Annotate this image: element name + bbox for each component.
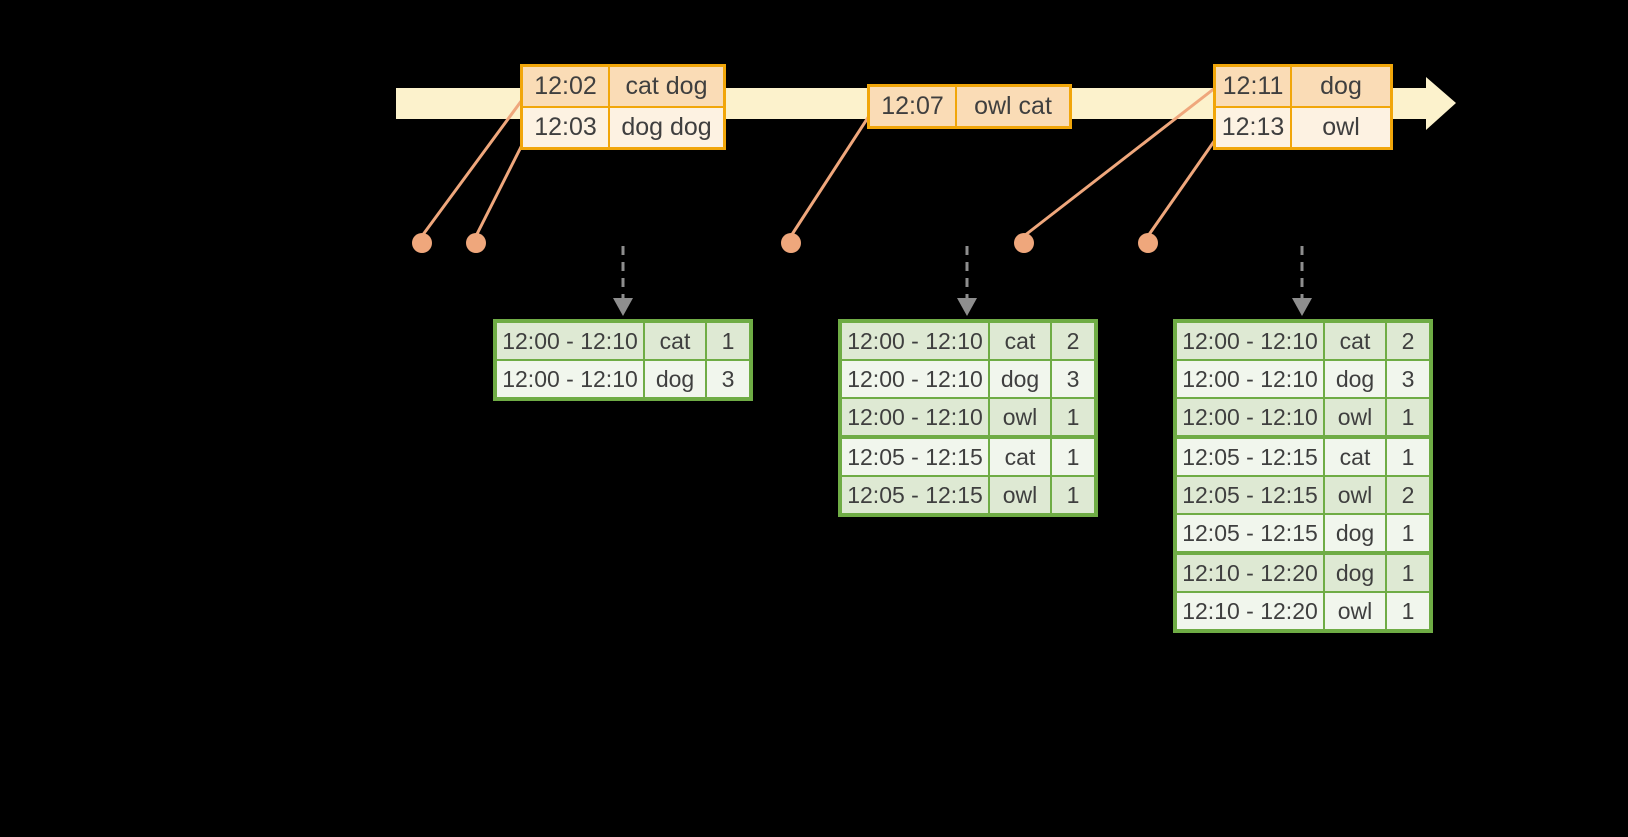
word-cell: owl bbox=[990, 399, 1050, 435]
event-words-cell: cat dog bbox=[610, 67, 723, 106]
trigger-arrowhead-icon bbox=[613, 298, 633, 316]
event-connector-line bbox=[474, 140, 526, 237]
window-cell: 12:00 - 12:10 bbox=[1177, 323, 1323, 359]
window-cell: 12:05 - 12:15 bbox=[1177, 477, 1323, 513]
count-cell: 1 bbox=[707, 323, 749, 359]
event-time-cell: 12:03 bbox=[523, 108, 608, 147]
count-cell: 1 bbox=[1052, 477, 1094, 513]
word-cell: dog bbox=[990, 361, 1050, 397]
word-cell: cat bbox=[990, 439, 1050, 475]
word-cell: cat bbox=[645, 323, 705, 359]
event-words-cell: owl cat bbox=[957, 87, 1069, 126]
word-cell: dog bbox=[1325, 555, 1385, 591]
event-time-cell: 12:13 bbox=[1216, 108, 1290, 147]
word-cell: owl bbox=[1325, 399, 1385, 435]
window-cell: 12:05 - 12:15 bbox=[1177, 515, 1323, 551]
event-words-cell: dog bbox=[1292, 67, 1390, 106]
event-dot bbox=[466, 233, 486, 253]
count-cell: 2 bbox=[1387, 477, 1429, 513]
event-connector-line bbox=[1146, 139, 1217, 237]
window-cell: 12:00 - 12:10 bbox=[497, 361, 643, 397]
word-cell: dog bbox=[645, 361, 705, 397]
count-cell: 3 bbox=[1052, 361, 1094, 397]
count-cell: 2 bbox=[1387, 323, 1429, 359]
window-cell: 12:00 - 12:10 bbox=[1177, 361, 1323, 397]
window-cell: 12:00 - 12:10 bbox=[1177, 399, 1323, 435]
event-dots bbox=[412, 233, 1158, 253]
window-cell: 12:00 - 12:10 bbox=[842, 399, 988, 435]
word-cell: cat bbox=[990, 323, 1050, 359]
event-dot bbox=[1014, 233, 1034, 253]
trigger-arrowhead-icon bbox=[1292, 298, 1312, 316]
count-cell: 1 bbox=[1387, 555, 1429, 591]
window-cell: 12:10 - 12:20 bbox=[1177, 593, 1323, 629]
word-cell: cat bbox=[1325, 439, 1385, 475]
timeline-arrowhead-icon bbox=[1426, 77, 1456, 130]
count-cell: 3 bbox=[707, 361, 749, 397]
window-cell: 12:05 - 12:15 bbox=[842, 439, 988, 475]
count-cell: 1 bbox=[1387, 515, 1429, 551]
event-time-cell: 12:02 bbox=[523, 67, 608, 106]
word-cell: owl bbox=[1325, 477, 1385, 513]
event-connector-line bbox=[1023, 86, 1216, 238]
event-connector-lines bbox=[420, 86, 1217, 238]
event-dot bbox=[1138, 233, 1158, 253]
event-time-cell: 12:07 bbox=[870, 87, 955, 126]
trigger-arrows bbox=[613, 246, 1312, 316]
word-cell: owl bbox=[1325, 593, 1385, 629]
count-cell: 1 bbox=[1052, 439, 1094, 475]
event-connector-line bbox=[420, 99, 524, 237]
window-cell: 12:00 - 12:10 bbox=[842, 323, 988, 359]
window-cell: 12:05 - 12:15 bbox=[1177, 439, 1323, 475]
event-dot bbox=[412, 233, 432, 253]
window-cell: 12:00 - 12:10 bbox=[497, 323, 643, 359]
event-words-cell: owl bbox=[1292, 108, 1390, 147]
word-cell: dog bbox=[1325, 361, 1385, 397]
window-cell: 12:10 - 12:20 bbox=[1177, 555, 1323, 591]
window-cell: 12:05 - 12:15 bbox=[842, 477, 988, 513]
count-cell: 3 bbox=[1387, 361, 1429, 397]
count-cell: 2 bbox=[1052, 323, 1094, 359]
event-dot bbox=[781, 233, 801, 253]
event-connector-line bbox=[789, 115, 871, 237]
trigger-arrowhead-icon bbox=[957, 298, 977, 316]
word-cell: dog bbox=[1325, 515, 1385, 551]
word-cell: cat bbox=[1325, 323, 1385, 359]
count-cell: 1 bbox=[1052, 399, 1094, 435]
count-cell: 1 bbox=[1387, 439, 1429, 475]
word-cell: owl bbox=[990, 477, 1050, 513]
event-words-cell: dog dog bbox=[610, 108, 723, 147]
count-cell: 1 bbox=[1387, 593, 1429, 629]
count-cell: 1 bbox=[1387, 399, 1429, 435]
window-cell: 12:00 - 12:10 bbox=[842, 361, 988, 397]
event-time-cell: 12:11 bbox=[1216, 67, 1290, 106]
